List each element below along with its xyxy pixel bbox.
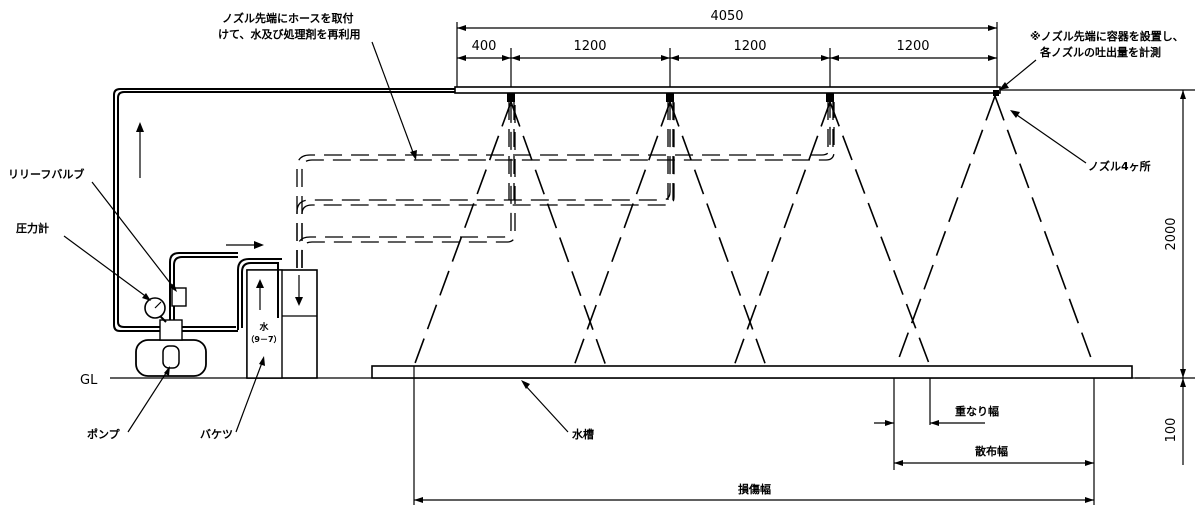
top-dimensions: 4050 400 1200 1200 1200	[456, 9, 998, 90]
pressure-gauge-leader	[63, 235, 149, 299]
bucket-assembly: 水 （9－7）	[237, 258, 318, 379]
return-hose-3-outer	[296, 102, 831, 268]
hose-note-arrowhead	[410, 150, 417, 160]
cone2-right	[669, 101, 767, 367]
hose-note-leader	[371, 41, 415, 156]
return-hose-2-outer	[296, 102, 671, 268]
dim-depth: 100	[1164, 418, 1179, 443]
cone1-right	[510, 101, 607, 367]
flow-arrowhead-right	[254, 241, 264, 249]
cone3-left	[733, 101, 831, 367]
pressure-gauge-needle	[154, 301, 162, 309]
pressure-gauge-stem	[159, 315, 167, 323]
nozzles-arrowhead	[1010, 110, 1020, 118]
nozzles-leader	[1013, 112, 1087, 164]
overlap-width-label: 重なり幅	[955, 404, 999, 418]
nozzles	[507, 90, 999, 102]
relief-pipe-outer	[169, 252, 238, 320]
suction-pipe-outer	[241, 262, 279, 328]
relief-valve-leader	[91, 181, 175, 289]
dim-overlap-arrowhead-right	[930, 420, 939, 426]
bucket-arrowhead-down	[295, 297, 303, 306]
supply-pipe-inner	[117, 91, 455, 328]
container-note-line2: 各ノズルの吐出量を計測	[1039, 45, 1161, 59]
cone3-right	[829, 101, 931, 367]
bucket-left-compartment	[246, 269, 283, 379]
bucket-content-1: 水	[259, 321, 269, 333]
pump-assembly	[135, 241, 264, 377]
dim-total: 4050	[710, 9, 743, 24]
hose-note-line1: ノズル先端にホースを取付	[222, 11, 353, 25]
dim-first: 400	[472, 39, 497, 54]
nozzle-header-bar	[454, 86, 1001, 94]
water-tank-leader	[523, 383, 569, 433]
water-tank	[371, 365, 1133, 379]
right-dimensions: 2000 100	[1000, 89, 1195, 465]
water-tank-arrowhead	[521, 380, 530, 389]
return-hose-1-outer	[296, 102, 512, 268]
pressure-gauge-arrowhead	[142, 293, 151, 301]
water-tank-label: 水槽	[572, 427, 594, 441]
spray-width-label: 散布幅	[975, 444, 1008, 458]
container-note-arrowhead	[999, 82, 1009, 90]
return-hose-2-inner	[301, 102, 675, 268]
nozzles-label: ノズル4ヶ所	[1088, 159, 1151, 173]
hose-note-line2: けて、水及び処理剤を再利用	[218, 27, 360, 41]
dim-seg2: 1200	[733, 39, 766, 54]
nozzle-4	[993, 90, 999, 96]
bucket-content-2: （9－7）	[246, 334, 281, 344]
dim-seg3: 1200	[896, 39, 929, 54]
bucket-arrowhead	[259, 356, 265, 366]
nozzle-1	[507, 93, 515, 102]
return-hose-3-inner	[301, 102, 835, 268]
container-note-leader	[1001, 59, 1037, 89]
suction-pipe-inner	[237, 258, 282, 330]
pump-label: ポンプ	[87, 427, 121, 441]
bucket-label: バケツ	[200, 428, 233, 441]
callouts: ノズル先端にホースを取付 けて、水及び処理剤を再利用 ※ノズル先端に容器を設置し…	[8, 11, 1184, 441]
relief-valve-body	[171, 287, 187, 307]
cone1-left	[413, 101, 512, 367]
bottom-dimensions: 重なり幅 散布幅 損傷幅	[413, 366, 1095, 505]
relief-valve-arrowhead	[169, 283, 177, 292]
dim-overlap-arrowhead-left	[885, 420, 894, 426]
return-hose-1-inner	[301, 102, 516, 268]
pump-leader	[127, 369, 169, 433]
pump-window	[162, 345, 180, 369]
cone4-left	[895, 95, 996, 367]
pump-fitting	[159, 319, 183, 341]
return-hoses	[296, 102, 835, 268]
ground: GL	[80, 365, 1150, 388]
pump-arrowhead	[164, 366, 170, 376]
container-note-line1: ※ノズル先端に容器を設置し、	[1030, 29, 1184, 43]
dim-seg1: 1200	[573, 39, 606, 54]
gl-label: GL	[80, 373, 98, 388]
cone4-right	[994, 95, 1095, 367]
nozzle-2	[666, 93, 674, 102]
spray-cones	[413, 95, 1095, 367]
bucket-arrowhead-up	[256, 279, 264, 288]
pressure-gauge-label: 圧力計	[16, 221, 49, 235]
total-width-label: 損傷幅	[738, 482, 771, 496]
nozzle-3	[826, 93, 834, 102]
relief-pipe-inner	[173, 256, 238, 320]
flow-arrowhead-up	[136, 122, 144, 132]
bucket-leader	[235, 359, 264, 433]
cone2-left	[573, 101, 671, 367]
relief-valve-label: リリーフバルブ	[8, 167, 84, 181]
dim-height: 2000	[1164, 217, 1179, 250]
